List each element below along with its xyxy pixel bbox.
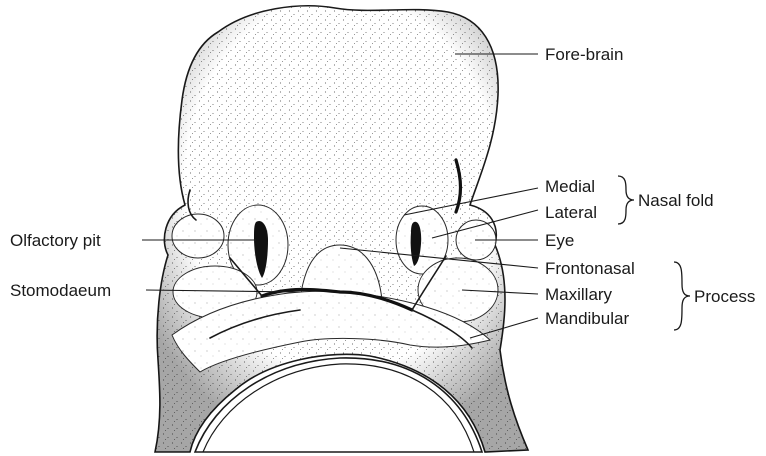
label-medial: Medial	[545, 177, 595, 196]
brace-nasal-fold	[618, 176, 634, 224]
label-maxillary: Maxillary	[545, 285, 613, 304]
brace-process	[674, 262, 690, 330]
label-olfactory-pit: Olfactory pit	[10, 231, 101, 250]
label-eye: Eye	[545, 231, 574, 250]
label-mandibular: Mandibular	[545, 309, 629, 328]
label-fore-brain: Fore-brain	[545, 45, 623, 64]
label-nasal-fold: Nasal fold	[638, 191, 714, 210]
label-frontonasal: Frontonasal	[545, 259, 635, 278]
eye-left	[172, 214, 224, 258]
label-stomodaeum: Stomodaeum	[10, 281, 111, 300]
label-lateral: Lateral	[545, 203, 597, 222]
label-process: Process	[694, 287, 755, 306]
